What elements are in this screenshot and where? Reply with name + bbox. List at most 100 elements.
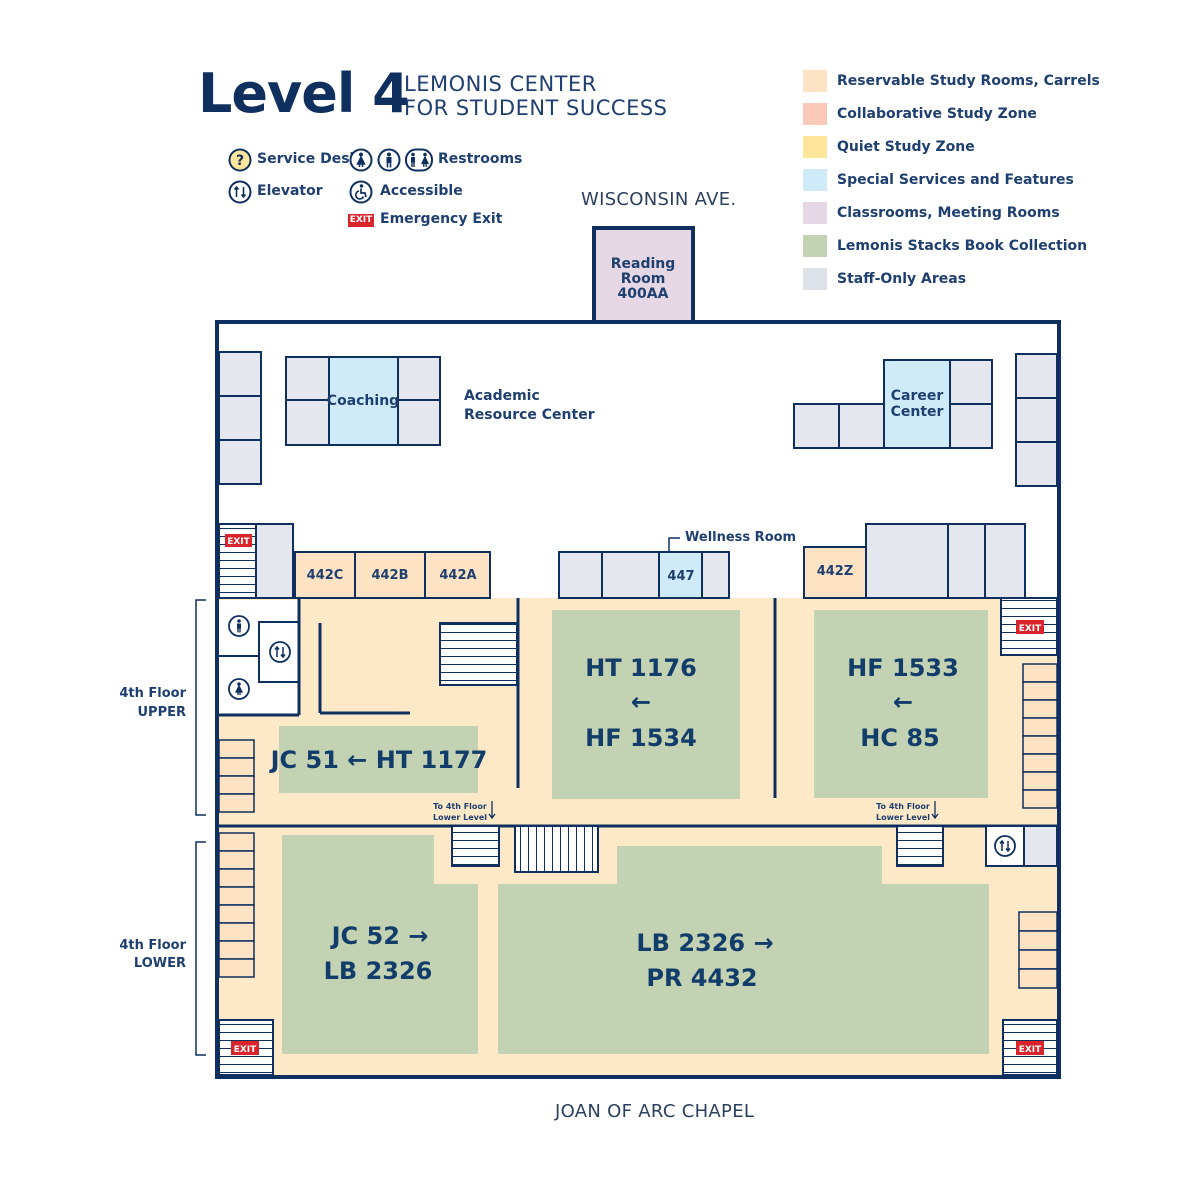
exit-sign-ne: EXIT bbox=[1016, 620, 1044, 634]
stacks-lb2326-pr4432 bbox=[498, 846, 989, 1054]
room-442c[interactable] bbox=[294, 551, 356, 599]
elevator-key-icon bbox=[228, 180, 252, 204]
page-title: Level 4 bbox=[198, 62, 410, 125]
key-label-service-desk: Service Desk bbox=[257, 151, 359, 167]
lower-floor-label-1: 4th Floor bbox=[119, 938, 186, 953]
room-442a-label: 442A bbox=[439, 568, 476, 583]
stacks-ht1176-hf1534 bbox=[552, 610, 740, 799]
reading-room-label-2: Room bbox=[621, 271, 666, 287]
stacks-label-s2-3: HF 1534 bbox=[585, 724, 697, 752]
legend-label-quiet: Quiet Study Zone bbox=[837, 139, 975, 155]
staff-cell bbox=[218, 439, 262, 485]
stacks-label-s2-2: ← bbox=[631, 688, 651, 716]
upper-floor-label-1: 4th Floor bbox=[119, 686, 186, 701]
carrel bbox=[1018, 930, 1058, 951]
elevator-icon-west bbox=[269, 641, 291, 663]
exit-sign-se: EXIT bbox=[1016, 1041, 1044, 1055]
accessible-key-icon bbox=[349, 180, 373, 204]
carrel bbox=[218, 868, 255, 888]
restroom-icon-women bbox=[228, 678, 250, 700]
carrel bbox=[1022, 699, 1058, 719]
legend-swatch-collaborative bbox=[803, 103, 827, 125]
carrel bbox=[218, 739, 255, 759]
stairwell-central-upper bbox=[439, 622, 518, 686]
carrel bbox=[218, 850, 255, 870]
exit-key-icon: EXIT bbox=[348, 214, 374, 227]
stacks-label-s5-2: PR 4432 bbox=[646, 964, 757, 992]
wellness-room-label: Wellness Room bbox=[685, 530, 796, 545]
carrel bbox=[1022, 735, 1058, 755]
carrel bbox=[218, 793, 255, 813]
room-442a[interactable] bbox=[424, 551, 491, 599]
office-cell bbox=[397, 399, 441, 446]
legend-label-collaborative: Collaborative Study Zone bbox=[837, 106, 1037, 122]
wellness-leader-line bbox=[668, 537, 680, 553]
restroom-icon-men bbox=[228, 615, 250, 637]
staff-cell bbox=[947, 523, 986, 599]
carrel bbox=[1022, 717, 1058, 737]
career-center-room[interactable] bbox=[883, 359, 951, 449]
coaching-room[interactable] bbox=[328, 356, 399, 446]
carrel bbox=[218, 922, 255, 942]
down-arrow-icon bbox=[931, 801, 939, 820]
stairs-to-lower-east bbox=[896, 825, 944, 867]
lower-floor-bracket bbox=[195, 841, 206, 1056]
elevator-icon-east bbox=[994, 835, 1016, 857]
staff-cell bbox=[1023, 825, 1058, 867]
wellness-room-447[interactable] bbox=[658, 551, 703, 599]
legend-swatch-classroom bbox=[803, 202, 827, 224]
stacks-label-s3-3: HC 85 bbox=[860, 724, 939, 752]
exit-sign-sw: EXIT bbox=[231, 1041, 259, 1055]
exit-sign-nw: EXIT bbox=[225, 534, 252, 547]
carrel bbox=[218, 904, 255, 924]
stacks-label-s3-1: HF 1533 bbox=[847, 654, 959, 682]
office-cell bbox=[949, 403, 993, 449]
carrel bbox=[218, 775, 255, 795]
carrel bbox=[1018, 949, 1058, 970]
upper-floor-bracket bbox=[195, 599, 206, 816]
restrooms-key-icon bbox=[349, 148, 433, 172]
carrel bbox=[218, 940, 255, 960]
stairwell-central-lower bbox=[514, 825, 599, 873]
stairs-note-west-1: To 4th Floor bbox=[433, 802, 487, 811]
down-arrow-icon bbox=[488, 801, 496, 820]
staff-cell bbox=[1015, 353, 1058, 399]
office-cell bbox=[838, 403, 885, 449]
legend-swatch-reservable bbox=[803, 70, 827, 92]
carrel bbox=[1022, 771, 1058, 791]
legend-swatch-staff bbox=[803, 268, 827, 290]
academic-label-2: Resource Center bbox=[464, 407, 595, 423]
stacks-jc52-lb2326-lower bbox=[282, 884, 478, 1054]
stairs-note-east-1: To 4th Floor bbox=[876, 802, 930, 811]
staff-cell bbox=[218, 395, 262, 441]
carrel bbox=[218, 886, 255, 906]
carrel bbox=[1022, 663, 1058, 683]
stacks-label-s4-1: JC 52 → bbox=[330, 922, 429, 950]
legend-label-reservable: Reservable Study Rooms, Carrels bbox=[837, 73, 1100, 89]
legend-swatch-quiet bbox=[803, 136, 827, 158]
legend-label-staff: Staff-Only Areas bbox=[837, 271, 967, 287]
office-cell bbox=[949, 359, 993, 405]
key-label-emergency-exit: Emergency Exit bbox=[380, 211, 503, 227]
staff-cell bbox=[984, 523, 1026, 599]
stacks-label-s4-2: LB 2326 bbox=[324, 957, 433, 985]
office-cell bbox=[285, 399, 330, 446]
office-cell bbox=[793, 403, 840, 449]
staff-block bbox=[865, 523, 949, 599]
legend-label-stacks: Lemonis Stacks Book Collection bbox=[837, 238, 1088, 254]
staff-cell bbox=[1015, 397, 1058, 443]
coaching-label: Coaching bbox=[327, 393, 399, 409]
staff-cell bbox=[218, 351, 262, 397]
legend-label-classroom: Classrooms, Meeting Rooms bbox=[837, 205, 1060, 221]
street-label-north: WISCONSIN AVE. bbox=[581, 189, 737, 210]
stacks-jc51-ht1177 bbox=[279, 726, 478, 793]
carrel bbox=[218, 832, 255, 852]
service-desk-key-icon: ? bbox=[228, 148, 252, 172]
carrel bbox=[1018, 911, 1058, 932]
street-label-south: JOAN OF ARC CHAPEL bbox=[555, 1101, 755, 1122]
stairs-to-lower-west bbox=[451, 825, 500, 867]
staff-cell bbox=[701, 551, 730, 599]
svg-text:EXIT: EXIT bbox=[227, 537, 250, 547]
career-label-1: Career bbox=[891, 388, 944, 404]
